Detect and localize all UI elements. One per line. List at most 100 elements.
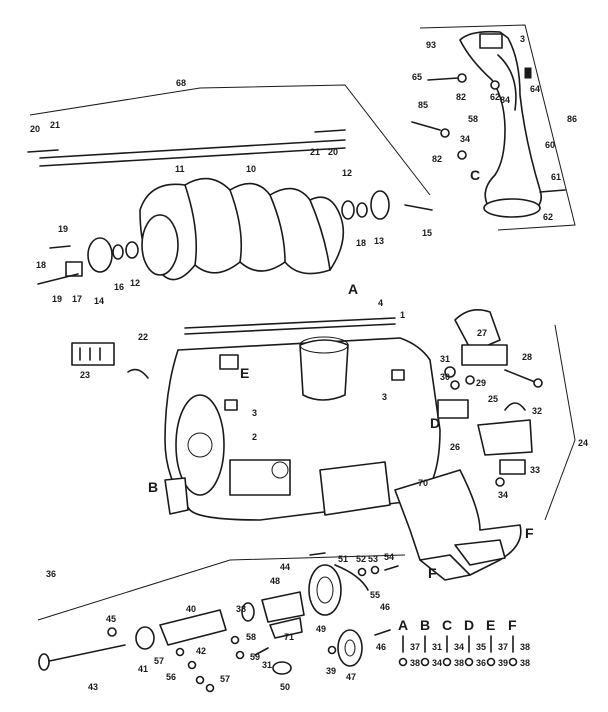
legend-part-b: 36 bbox=[476, 658, 486, 668]
callout: 15 bbox=[422, 228, 432, 238]
eye-bolt-ring bbox=[533, 378, 543, 388]
legend-col-f: F 38 38 bbox=[508, 617, 530, 668]
callout: 40 bbox=[186, 604, 196, 614]
callout: 21 bbox=[50, 120, 60, 130]
chute-bolt-61 bbox=[539, 189, 566, 193]
right-group-bracket bbox=[544, 324, 576, 521]
washer-34 bbox=[495, 477, 505, 487]
callout: 54 bbox=[384, 552, 394, 562]
legend-part-b: 38 bbox=[410, 658, 420, 668]
callout: 51 bbox=[338, 554, 348, 564]
callout: 53 bbox=[368, 554, 378, 564]
chute-nut-82 bbox=[457, 73, 467, 83]
housing-vent-3b bbox=[391, 369, 405, 381]
callout: 82 bbox=[456, 92, 466, 102]
legend-letter: B bbox=[420, 617, 430, 633]
bolt-19 bbox=[49, 245, 71, 249]
bolt-46b bbox=[374, 629, 391, 636]
callout: 17 bbox=[72, 294, 82, 304]
pulley-hub bbox=[316, 576, 334, 604]
drive-arm-40 bbox=[159, 609, 227, 646]
callout: 65 bbox=[412, 72, 422, 82]
legend-part-a: 37 bbox=[498, 642, 508, 652]
discharge-chute-assembly: C bbox=[411, 24, 576, 231]
idler-arm-48 bbox=[261, 591, 305, 623]
cable-22 bbox=[127, 368, 149, 379]
letter-c-chute: C bbox=[470, 167, 480, 183]
washer-31 bbox=[444, 366, 456, 378]
washer-45 bbox=[107, 627, 117, 637]
callout: 82 bbox=[432, 154, 442, 164]
legend-col-c: C 34 38 bbox=[442, 617, 464, 668]
auger-flight-edges bbox=[184, 184, 331, 271]
chute-deflector-plate bbox=[479, 33, 503, 49]
callout: 64 bbox=[530, 84, 540, 94]
callout: 43 bbox=[88, 682, 98, 692]
nut-57 bbox=[205, 683, 215, 693]
callout: 4 bbox=[378, 298, 383, 308]
callout: 34 bbox=[498, 490, 508, 500]
drive-pulley-49 bbox=[308, 564, 342, 616]
bearing-38 bbox=[241, 602, 255, 622]
letter-f-shield-right: F bbox=[525, 525, 534, 541]
washer-56 bbox=[195, 675, 205, 685]
callout: 21 bbox=[310, 147, 320, 157]
housing-mount-frame bbox=[319, 461, 391, 516]
callout: 71 bbox=[284, 632, 294, 642]
drive-assembly bbox=[37, 552, 406, 693]
callout: 18 bbox=[356, 238, 366, 248]
callout: 1 bbox=[400, 310, 405, 320]
auger-group-bracket bbox=[29, 84, 431, 196]
callout: 14 bbox=[94, 296, 104, 306]
idler-bracket-44 bbox=[269, 617, 303, 639]
legend-nut-icon bbox=[464, 657, 474, 667]
legend-part-b: 39 bbox=[498, 658, 508, 668]
washer-58 bbox=[230, 635, 240, 645]
callout: 16 bbox=[114, 282, 124, 292]
callout: 70 bbox=[418, 478, 428, 488]
lower-pulley-47 bbox=[337, 629, 363, 667]
callout: 12 bbox=[130, 278, 140, 288]
callout: 27 bbox=[477, 328, 487, 338]
bolt-18 bbox=[37, 273, 79, 285]
hardware-legend: A 37 38 B 31 34 C 34 38 D 35 36 bbox=[398, 617, 530, 668]
scraper-bar-4 bbox=[184, 317, 396, 329]
chute-seam bbox=[497, 54, 517, 111]
scraper-bar-4-lower bbox=[184, 323, 396, 335]
legend-col-e: E 37 39 bbox=[486, 617, 508, 668]
callout: 24 bbox=[578, 438, 588, 448]
auger-assembly bbox=[27, 84, 433, 285]
chute-bolt-85 bbox=[411, 121, 441, 131]
skid-shield-70: F F bbox=[394, 469, 534, 581]
chute-nut-62 bbox=[490, 80, 500, 90]
legend-part-a: 35 bbox=[476, 642, 486, 652]
callout: 19 bbox=[58, 224, 68, 234]
callout: 60 bbox=[545, 140, 555, 150]
letter-b-housing: B bbox=[148, 479, 158, 495]
callout: 36 bbox=[46, 569, 56, 579]
lever-block-27 bbox=[461, 344, 508, 366]
callout: 45 bbox=[106, 614, 116, 624]
callout: 68 bbox=[176, 78, 186, 88]
callout: 31 bbox=[262, 660, 272, 670]
callout: 61 bbox=[551, 172, 561, 182]
bearing-12 bbox=[341, 200, 355, 220]
callout: 2 bbox=[252, 432, 257, 442]
u-bolt-32 bbox=[504, 402, 526, 411]
callout: 38 bbox=[236, 604, 246, 614]
bearing-41 bbox=[135, 626, 155, 650]
bolt-71 bbox=[254, 647, 269, 656]
bearing-flange-13 bbox=[370, 190, 390, 220]
housing-label-E bbox=[219, 354, 239, 370]
bracket-17 bbox=[65, 261, 83, 277]
nut-29 bbox=[465, 375, 475, 385]
callout: 32 bbox=[532, 406, 542, 416]
plate-33 bbox=[499, 459, 526, 475]
callout: 23 bbox=[80, 370, 90, 380]
chute-washer-58 bbox=[440, 128, 450, 138]
chute-nut-82b bbox=[457, 150, 467, 160]
callout: 20 bbox=[328, 147, 338, 157]
callout: 84 bbox=[500, 95, 510, 105]
legend-part-a: 37 bbox=[410, 642, 420, 652]
